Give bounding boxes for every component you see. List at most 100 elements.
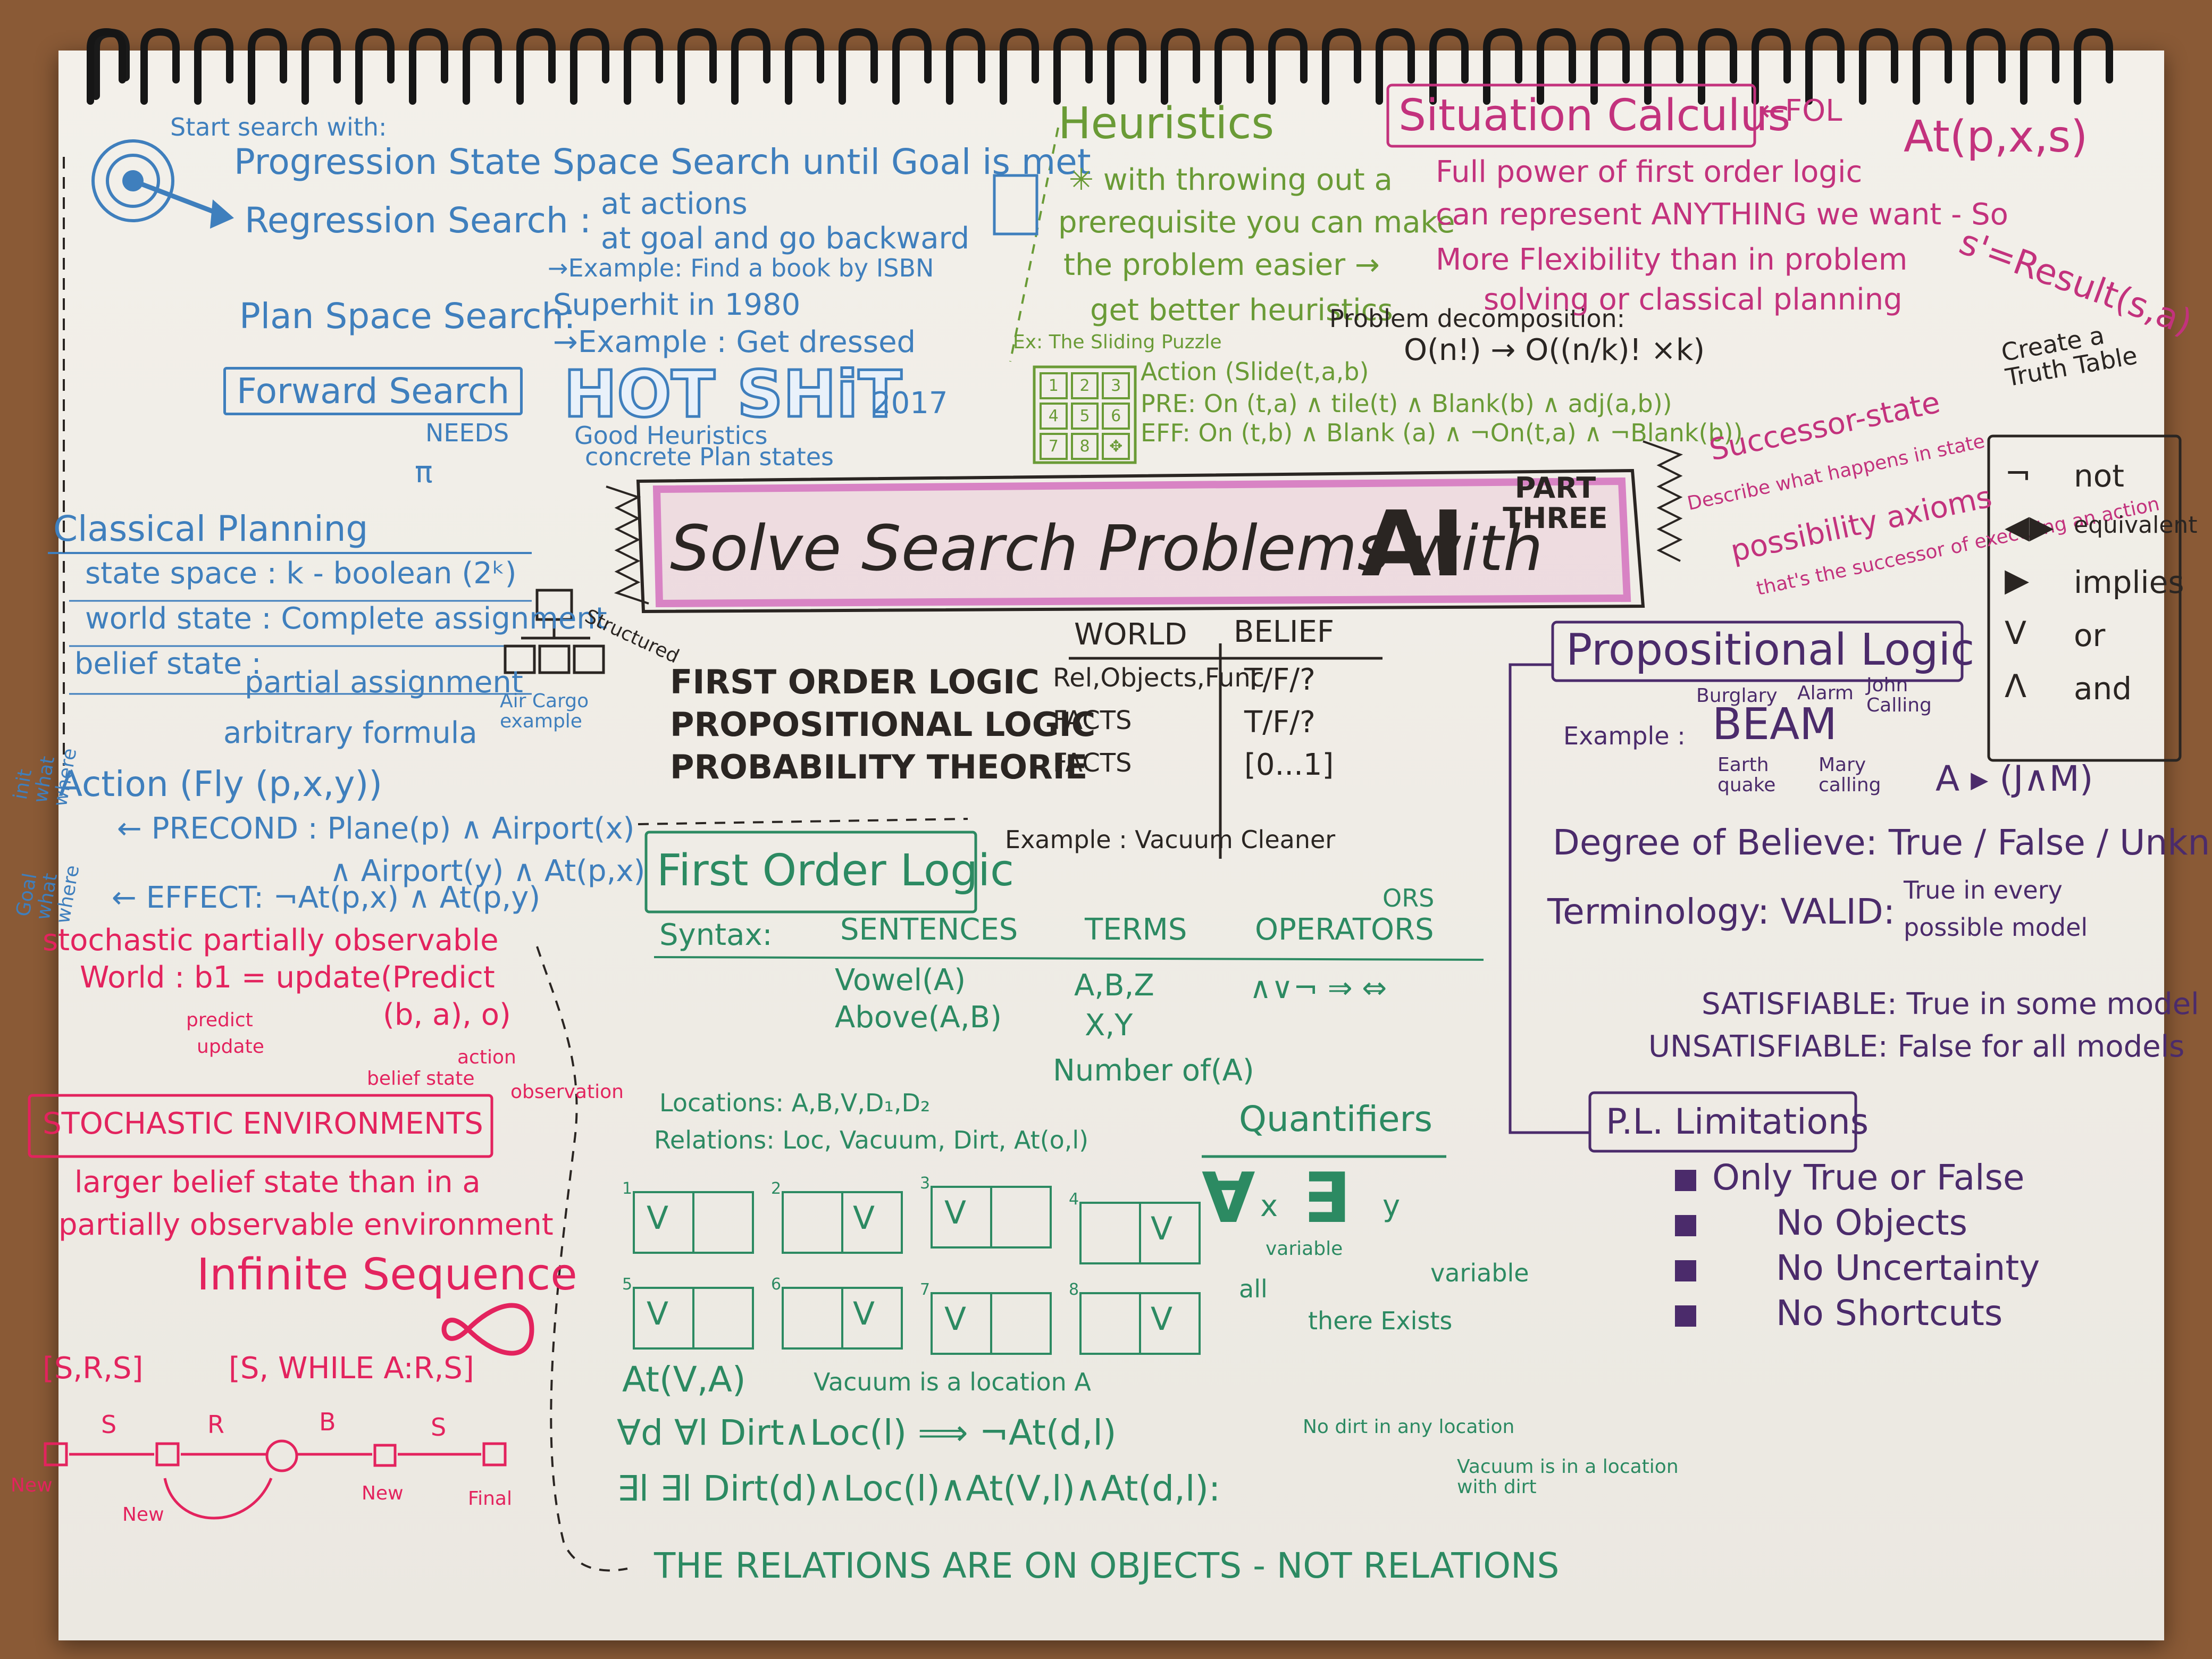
seq-label-s2: S [431,1413,447,1442]
vacuum-state-divider [692,1289,694,1347]
locations: Locations: A,B,V,D₁,D₂ [659,1088,931,1117]
vacuum-state-divider [841,1193,843,1252]
precond-2: ∧ Airport(y) ∧ At(p,x) [330,854,646,889]
quantifiers-title: Quantifiers [1239,1099,1432,1139]
valid-def-2: possible model [1904,913,2088,942]
spiral-ring [1805,28,1845,105]
spiral-ring [946,28,985,105]
limit-bullet-icon [1675,1215,1696,1236]
vacuum-marker: V [1151,1301,1173,1338]
spiral-ring [194,28,233,105]
spiral-ring [1000,28,1039,105]
quant-there-exists: there Exists [1308,1306,1453,1335]
action-note: action [457,1046,516,1068]
complexity-formula: O(n!) → O((n/k)! ×k) [1404,333,1705,367]
spiral-binding [87,28,2113,105]
init-note: init what where [10,746,81,808]
vacuum-state: V [782,1287,903,1350]
situation-bullet-3: More Flexibility than in problem [1436,242,1908,277]
limit-item: No Uncertainty [1776,1247,2040,1288]
classical-planning-title: Classical Planning [53,508,368,549]
limit-bullet-icon [1675,1260,1696,1281]
spiral-ring [2074,28,2113,105]
spiral-ring [2020,28,2059,105]
air-cargo-example: Air Cargo example [500,690,589,732]
valid-def: True in every [1904,876,2063,904]
spiral-ring [1859,28,1898,105]
regression-label: Regression Search : [245,200,591,241]
part-label: PART THREE [1503,471,1608,535]
logic-table-world: Rel,Objects,Func [1053,663,1265,693]
situation-calculus-title: Situation Calculus [1398,90,1791,141]
term-1: A,B,Z [1074,968,1154,1003]
exists-symbol: ∃ [1303,1158,1350,1238]
vacuum-state: V [1079,1202,1201,1264]
heuristics-line-1: ✳ with throwing out a [1069,163,1393,197]
regression-line-1: at actions [601,187,748,221]
limit-bullet-icon [1675,1305,1696,1327]
vacuum-state-divider [1139,1204,1141,1262]
quant-x: x [1260,1189,1278,1224]
forall-symbol: ∀ [1202,1158,1255,1238]
puzzle-cell: 5 [1070,403,1099,430]
term-2: X,Y [1085,1008,1133,1043]
spiral-ring [1429,28,1469,105]
logic-table-name: PROBABILITY THEORIE [670,748,1088,786]
relations: Relations: Loc, Vacuum, Dirt, At(o,l) [654,1126,1089,1154]
vacuum-marker: V [944,1194,967,1231]
spiral-ring [570,28,609,105]
beam-label: BEAM [1712,699,1837,750]
forall-note: No dirt in any location [1303,1416,1515,1438]
truth-symbol: ¬ [2005,455,2032,492]
spiral-ring [892,28,932,105]
fol-arrow: ←FOL [1760,94,1842,128]
logic-table-belief: T/F/? [1244,705,1316,740]
limit-item: Only True or False [1712,1157,2025,1198]
spiral-ring [1053,28,1093,105]
stochastic-bullet: larger belief state than in a [74,1165,481,1200]
satisfiable: SATISFIABLE: True in some model [1702,987,2199,1021]
vacuum-state-number: 2 [771,1179,782,1198]
concrete-plan: concrete Plan states [585,442,834,471]
sliding-puzzle-label: Ex: The Sliding Puzzle [1013,331,1222,353]
puzzle-cell: 6 [1102,403,1130,430]
operators: ∧∨¬ ⇒ ⇔ [1250,971,1387,1006]
vacuum-state-divider [990,1294,992,1353]
col-terms: TERMS [1085,912,1187,947]
belief-state-note: belief state [367,1068,475,1090]
vacuum-state-number: 6 [771,1275,782,1294]
spiral-ring [1322,28,1361,105]
puzzle-cell: 2 [1070,372,1099,399]
table-example: Example : Vacuum Cleaner [1005,825,1336,854]
prop-logic-title: Propositional Logic [1566,625,1975,675]
spiral-ring [1483,28,1522,105]
quant-y: y [1382,1189,1401,1224]
infinite-sequence: Infinite Sequence [197,1250,577,1300]
vacuum-marker: V [647,1200,669,1237]
regression-example: →Example: Find a book by ISBN [548,254,934,282]
vacuum-state-divider [1139,1294,1141,1353]
at-formula: At(p,x,s) [1904,112,2088,162]
spiral-ring [1376,28,1415,105]
spiral-ring [731,28,770,105]
spiral-ring [624,28,663,105]
spiral-ring [839,28,878,105]
truth-word: implies [2074,564,2184,600]
notebook-page [58,51,2164,1640]
sequence-1: [S,R,S] [43,1351,144,1386]
stochastic-env-title: STOCHASTIC ENVIRONMENTS [43,1107,483,1141]
exists-note: Vacuum is in a location with dirt [1457,1456,1679,1498]
year-2017: 2017 [872,386,948,421]
forall-line: ∀d ∀l Dirt∧Loc(l) ⟹ ¬At(d,l) [617,1412,1117,1453]
table-col-world: WORLD [1074,617,1187,652]
seq-new-3: New [362,1482,404,1504]
observation-note: observation [510,1081,624,1103]
vacuum-state-divider [990,1188,992,1246]
spiral-ring [516,28,556,105]
vacuum-state-divider [692,1193,694,1252]
spiral-ring [140,28,180,105]
needs-label: NEEDS [425,418,509,447]
at-va: At(V,A) [622,1359,746,1400]
spiral-ring [409,28,448,105]
